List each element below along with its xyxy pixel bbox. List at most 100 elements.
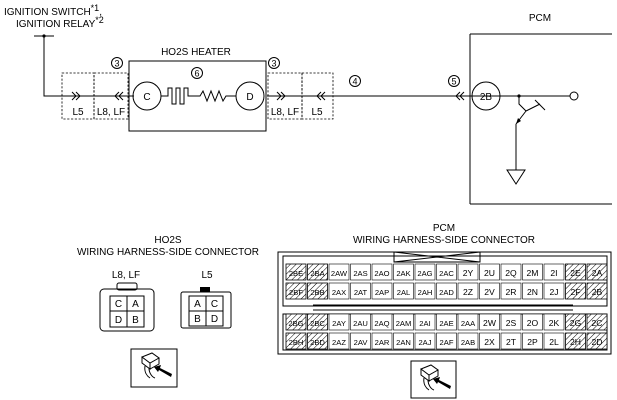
svg-text:IGNITION SWITCH*1,: IGNITION SWITCH*1, <box>4 3 102 18</box>
pcm-pin-label: 2H <box>570 337 581 347</box>
pcm-pin-cell <box>414 313 436 331</box>
pcm-pin-cell <box>371 313 393 331</box>
wire-ignition-to-heater <box>43 36 134 97</box>
ho2s-v2-pin: A <box>194 299 201 310</box>
pcm-pin-cell <box>350 282 371 300</box>
pcm-pin-label: 2T <box>506 337 517 347</box>
pcm-pin-cell <box>436 263 457 281</box>
pcm-pin-cell <box>307 313 328 331</box>
box-label-l5-right: L5 <box>311 107 323 118</box>
pcm-pin-cell <box>479 263 500 281</box>
pcm-pin-label: 2J <box>549 287 558 297</box>
pcm-pin-cell <box>500 332 522 350</box>
pcm-pin-cell <box>565 313 586 331</box>
pcm-connector-icon <box>455 91 465 101</box>
pcm-pin-label: 2BB <box>310 288 324 297</box>
pcm-pin-cell <box>436 332 457 350</box>
ho2s-v1-pin: C <box>115 299 122 310</box>
pcm-pin-cell <box>479 313 500 331</box>
box-label-l8lf-left: L8, LF <box>97 107 125 118</box>
pcm-pin-label: 2G <box>570 318 582 328</box>
pcm-pin-label: 2X <box>484 337 495 347</box>
ho2s-variant1-label: L8, LF <box>112 270 140 281</box>
pcm-pin-cell <box>371 282 393 300</box>
svg-text:3: 3 <box>271 59 276 69</box>
connector-socket-icon <box>316 91 326 101</box>
pcm-pin-cell <box>393 313 414 331</box>
pcm-title: PCM <box>529 13 551 24</box>
connector-view-icon <box>130 348 178 388</box>
pcm-pin-cell <box>543 282 565 300</box>
pcm-box <box>469 33 612 205</box>
pcm-pin-label: 2AR <box>375 338 390 347</box>
pcm-pin-label: 2BH <box>289 338 304 347</box>
pcm-pin-label: 2AI <box>419 319 430 328</box>
pcm-pin-cell <box>586 282 608 300</box>
pcm-pin-cell <box>350 313 371 331</box>
ho2s-v2-pin: D <box>211 314 218 325</box>
pcm-pin-cell <box>543 263 565 281</box>
heater-element-icon <box>161 87 236 105</box>
pcm-pin-cell <box>522 332 543 350</box>
pcm-connector-title2: WIRING HARNESS-SIDE CONNECTOR <box>353 235 535 246</box>
pcm-connector-housing <box>277 251 612 355</box>
pcm-pin-cell <box>457 332 479 350</box>
pcm-pin-label: 2Q <box>505 268 517 278</box>
pcm-pin-label: 2S <box>506 318 517 328</box>
box-label-l5-left: L5 <box>72 107 84 118</box>
ho2s-connector-title2: WIRING HARNESS-SIDE CONNECTOR <box>77 247 259 258</box>
pcm-pin-label: 2AT <box>354 288 368 297</box>
pcm-pin-cell <box>457 263 479 281</box>
callout-3-right: 3 <box>268 57 280 69</box>
pcm-pin-label: 2N <box>527 287 538 297</box>
pcm-pin-label: 2AB <box>461 338 475 347</box>
pcm-pin-cell <box>543 313 565 331</box>
ground-icon <box>506 169 526 185</box>
ho2s-v1-pin: B <box>132 315 139 326</box>
pcm-pin-label: 2AY <box>332 319 346 328</box>
pcm-pin-label: 2Z <box>463 287 473 297</box>
pcm-pin-cell <box>479 332 500 350</box>
pcm-pin-label: 2A <box>592 268 603 278</box>
pcm-pin-label: 2BE <box>289 269 303 278</box>
pcm-pin-cell <box>285 282 307 300</box>
ho2s-v2-pin: B <box>194 314 201 325</box>
pcm-pin-label: 2P <box>527 337 538 347</box>
ho2s-v1-latch <box>116 282 138 291</box>
pcm-pin-label: 2AF <box>440 338 454 347</box>
pcm-terminal-open-icon <box>569 91 579 101</box>
ho2s-connector-title1: HO2S <box>154 235 182 246</box>
pcm-pin-cell <box>393 332 414 350</box>
pcm-pin-cell <box>436 282 457 300</box>
pcm-pin-cell <box>393 282 414 300</box>
pcm-pin-label: 2AU <box>353 319 368 328</box>
pcm-pin-cell <box>543 332 565 350</box>
pcm-lock-icon <box>393 251 481 263</box>
pcm-pin-label: 2AZ <box>332 338 346 347</box>
terminal-d-label: D <box>246 92 253 103</box>
pcm-pin-cell <box>522 263 543 281</box>
pcm-pin-cell <box>371 263 393 281</box>
ho2s-v2-latch <box>200 287 210 292</box>
connector-box-l5-right <box>301 72 334 120</box>
pcm-pin-cell <box>436 313 457 331</box>
pcm-pin-label: 2AS <box>353 269 367 278</box>
pcm-pin-label: 2AK <box>396 269 410 278</box>
connector-pin-icon <box>71 91 81 101</box>
ho2s-v1-pin: A <box>132 299 139 310</box>
pcm-pin-cell <box>393 263 414 281</box>
ho2s-v1-pin: D <box>115 315 122 326</box>
pcm-pin-label: 2AO <box>374 269 389 278</box>
pcm-pin-cell <box>307 263 328 281</box>
pcm-pin-label: 2AV <box>354 338 369 347</box>
pcm-pin-cell <box>414 332 436 350</box>
pcm-pin-cell <box>307 332 328 350</box>
pcm-pin-label: 2V <box>484 287 495 297</box>
heater-box <box>128 60 267 132</box>
pcm-pin-cell <box>414 282 436 300</box>
pcm-pin-label: 2AE <box>439 319 453 328</box>
pcm-pin-label: 2BD <box>310 338 325 347</box>
svg-text:6: 6 <box>194 69 199 79</box>
